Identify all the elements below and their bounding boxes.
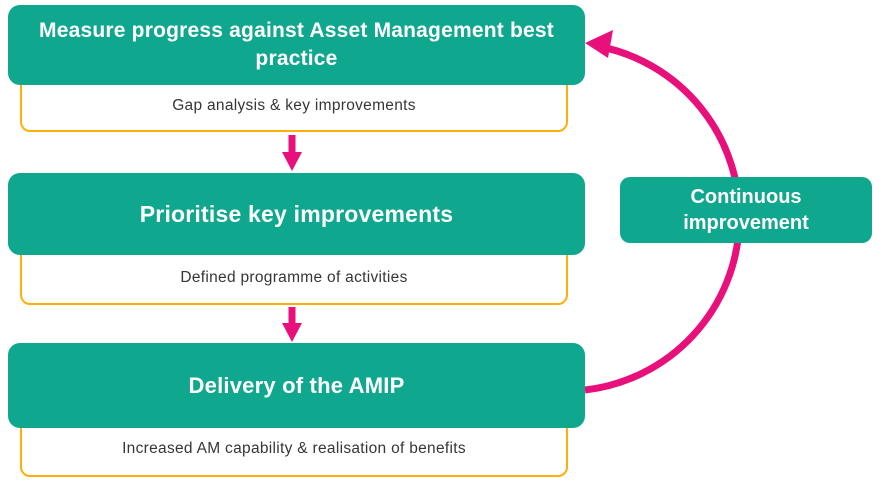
step-3-title-box: Delivery of the AMIP — [8, 343, 585, 428]
step-3-title-label: Delivery of the AMIP — [188, 372, 405, 398]
step-2-outcome-label: Defined programme of activities — [180, 269, 408, 286]
step-2-title-box: Prioritise key improvements — [8, 173, 585, 255]
cycle-arrowhead-icon — [585, 30, 613, 58]
continuous-improvement-label: Continuous improvement — [683, 186, 809, 234]
step-1-outcome-label: Gap analysis & key improvements — [172, 97, 416, 114]
step-1-title-box: Measure progress against Asset Managemen… — [8, 5, 585, 85]
step-2-title-label: Prioritise key improvements — [139, 200, 454, 227]
step-3-outcome-label: Increased AM capability & realisation of… — [122, 440, 466, 457]
step-1-title-label: Measure progress against Asset Managemen… — [39, 19, 554, 70]
continuous-improvement-box: Continuous improvement — [620, 177, 872, 243]
down-arrow-icon — [282, 135, 302, 171]
down-arrow-icon — [282, 307, 302, 342]
